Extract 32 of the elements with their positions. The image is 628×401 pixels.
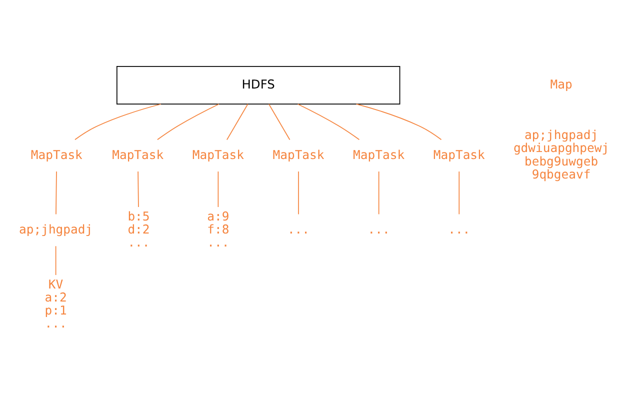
connector — [378, 171, 380, 215]
node-text: MapTask — [353, 148, 405, 162]
node-text: ... — [287, 222, 310, 236]
node-text: MapTask — [272, 148, 324, 162]
label: ap;jhgpadj — [524, 128, 598, 142]
node-text: MapTask — [433, 148, 485, 162]
label: 9qbgeavf — [532, 167, 591, 182]
connector — [138, 171, 139, 208]
node-text: MapTask — [192, 148, 244, 162]
label: Map — [550, 77, 572, 92]
node-text: MapTask — [112, 148, 164, 162]
connector — [226, 104, 248, 140]
node-text: b:5 d:2 ... — [128, 209, 150, 250]
node-text: MapTask — [30, 148, 82, 162]
connector — [297, 104, 360, 140]
connector — [458, 171, 460, 215]
connector — [74, 104, 162, 140]
connector — [55, 246, 56, 276]
label: bebg9uwgeb — [524, 154, 598, 168]
node-text: KV a:2 p:1 ... — [44, 277, 67, 331]
connector — [56, 171, 57, 215]
node-text: ap;jhgpadj — [19, 222, 93, 236]
node-text: ... — [448, 222, 470, 236]
node-box: HDFS — [116, 66, 400, 104]
node-text: a:9 f:8 ... — [207, 209, 230, 250]
connector — [268, 104, 290, 140]
connector — [218, 171, 219, 208]
label: gdwiuapghpewj — [513, 141, 610, 156]
connector — [356, 104, 442, 140]
connector — [157, 104, 220, 140]
connector — [298, 171, 299, 215]
node-text: ... — [368, 222, 390, 236]
